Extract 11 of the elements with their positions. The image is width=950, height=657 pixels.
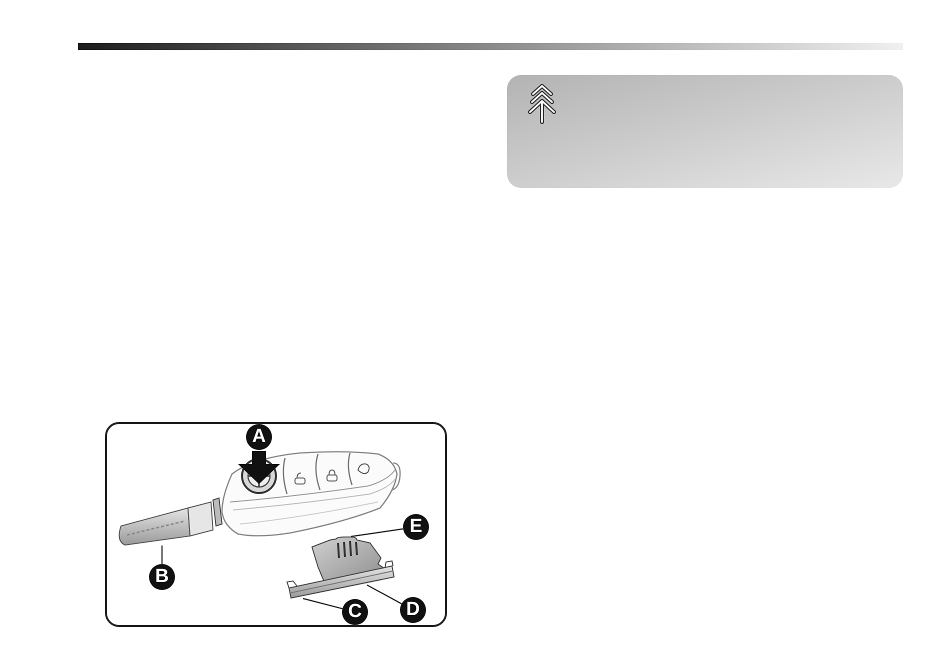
callout-letter: E	[403, 514, 429, 540]
key-blade	[116, 500, 214, 546]
callout-letter: A	[246, 424, 272, 450]
battery-cover	[285, 536, 395, 599]
leader-line	[302, 598, 343, 610]
leader-line	[366, 584, 402, 604]
callout-letter: C	[342, 599, 368, 625]
leader-line	[350, 528, 404, 538]
leader-line	[161, 546, 163, 564]
callout-letter: B	[149, 564, 175, 590]
callout-letter: D	[400, 597, 426, 623]
